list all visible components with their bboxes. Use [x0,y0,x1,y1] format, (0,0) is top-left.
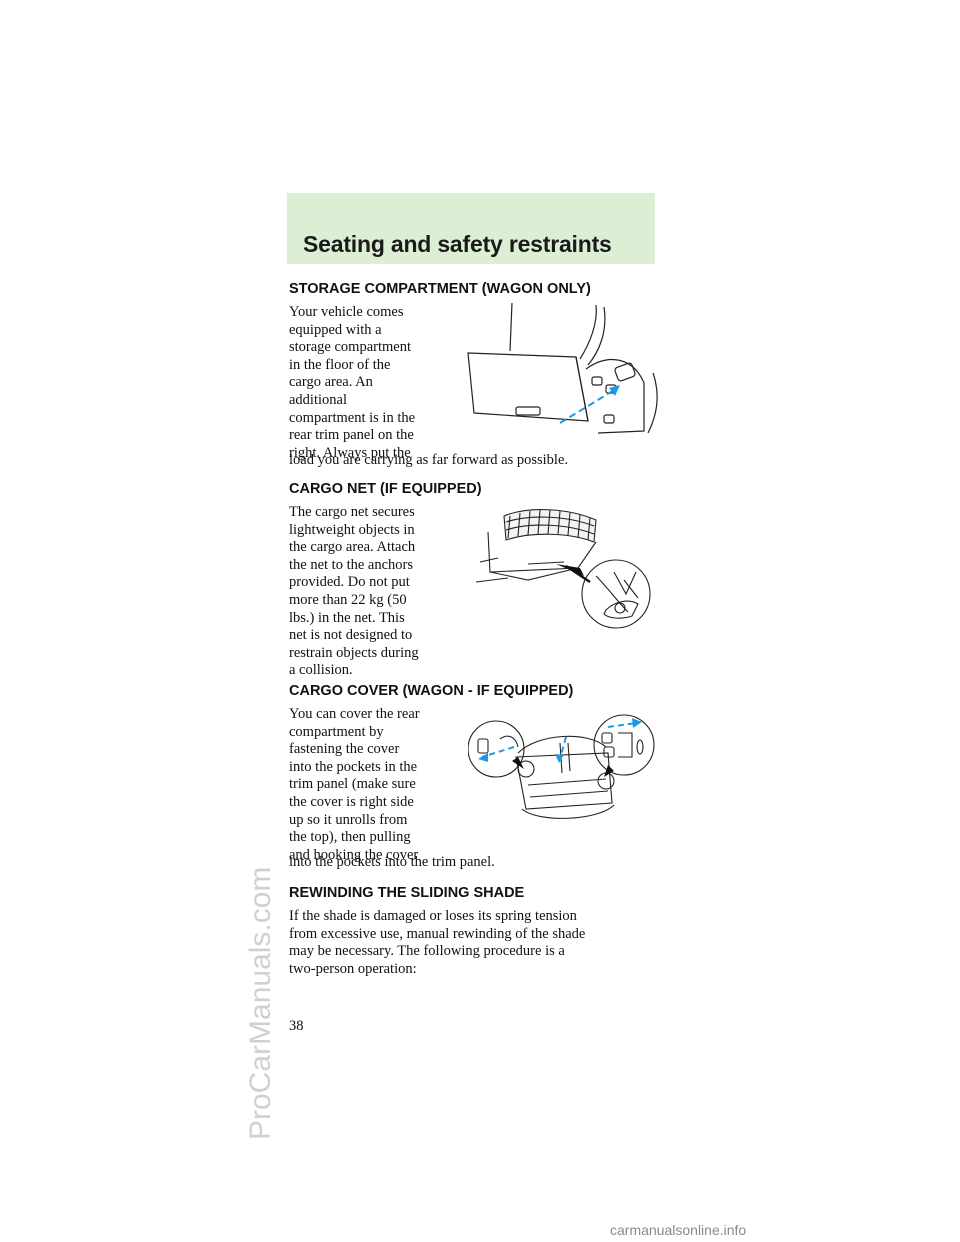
section-text-storage-continued: load you are carrying as far forward as … [289,452,569,468]
footer-watermark: carmanualsonline.info [610,1222,747,1238]
section-text-storage: Your vehicle comes equipped with a stora… [289,304,416,461]
section-heading-sliding-shade: REWINDING THE SLIDING SHADE [289,885,525,901]
section-text-sliding-shade: If the shade is damaged or loses its spr… [289,908,586,977]
section-heading-storage: STORAGE COMPARTMENT (WAGON ONLY) [289,281,591,297]
header-band: Seating and safety restraints [287,193,655,264]
section-text-cargo-net: The cargo net secures lightweight object… [289,504,419,679]
section-heading-cargo-net: CARGO NET (IF EQUIPPED) [289,481,482,497]
side-watermark: ProCarManuals.com [244,866,277,1140]
section-heading-cargo-cover: CARGO COVER (WAGON - IF EQUIPPED) [289,683,574,699]
cargo-cover-illustration-icon [468,714,655,819]
page-title: Seating and safety restraints [303,231,612,257]
section-text-cargo-cover: You can cover the rear compartment by fa… [289,706,420,863]
section-text-cargo-cover-continued: into the pockets into the trim panel. [289,854,495,870]
storage-compartment-illustration-icon [467,303,658,434]
page-number: 38 [289,1018,304,1034]
cargo-net-illustration-icon [475,509,651,629]
